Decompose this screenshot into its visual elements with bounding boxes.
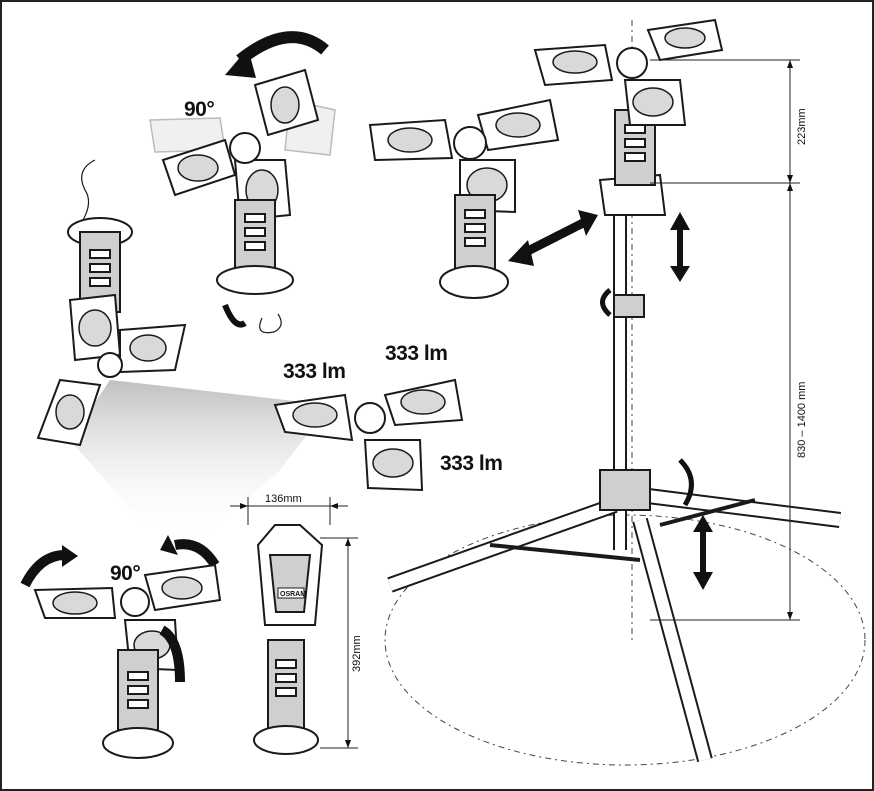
tripod-brace-right (659, 498, 756, 527)
rot-base (216, 265, 294, 295)
tripod-view: 223mm 830 – 1400 mm (384, 18, 866, 766)
standing-lamp-view (368, 98, 560, 299)
rotate-arrow-icon (236, 31, 329, 65)
rotate-arrow-icon (600, 288, 612, 317)
hook-icon (259, 313, 282, 334)
rotate-arrow-icon (20, 550, 66, 588)
pole-clamp (613, 294, 645, 318)
range-dimension: 830 – 1400 mm (796, 382, 808, 458)
brand-label: OSRAM (280, 591, 306, 598)
rotating-lamp-view: 90° (149, 31, 336, 334)
tripod-leg-right (639, 489, 841, 526)
rotate-arrow-icon (159, 625, 185, 683)
folded-face (268, 554, 312, 613)
tripod-hub (599, 469, 651, 511)
double-arrow-icon (508, 210, 598, 266)
head-dimension: 223mm (796, 108, 808, 145)
tripod-brace-left (489, 543, 641, 562)
width-dimension: 136mm (265, 493, 302, 505)
bot-base (102, 727, 174, 759)
hook-icon (81, 159, 96, 221)
height-dimension: 392mm (351, 635, 363, 672)
folded-lamp-view: 136mm OSRAM 392mm (230, 493, 363, 755)
stand-base (439, 265, 509, 299)
light-beam (70, 380, 330, 540)
lumen-label-right: 333 lm (440, 452, 502, 475)
hanging-lamp-view (36, 159, 330, 540)
tripod-leg-front (634, 518, 711, 762)
rotate-arrow-icon (678, 458, 694, 507)
lumen-label-top: 333 lm (385, 342, 447, 365)
bottom-rotating-lamp-view: 90° (20, 535, 222, 759)
double-arrow-icon (670, 212, 690, 282)
folded-base (253, 725, 319, 755)
rotate-label-bottom: 90° (110, 562, 140, 585)
brand-badge (277, 587, 305, 599)
double-arrow-icon (693, 515, 713, 590)
footprint-circle (384, 514, 866, 766)
folded-handle (267, 639, 305, 731)
lumen-lamp-view: 333 lm 333 lm 333 lm (273, 342, 503, 492)
rotate-arrow-icon (174, 539, 220, 568)
rotate-label-top: 90° (184, 98, 214, 121)
lumen-label-left: 333 lm (283, 360, 345, 383)
stand-handle (454, 194, 496, 271)
